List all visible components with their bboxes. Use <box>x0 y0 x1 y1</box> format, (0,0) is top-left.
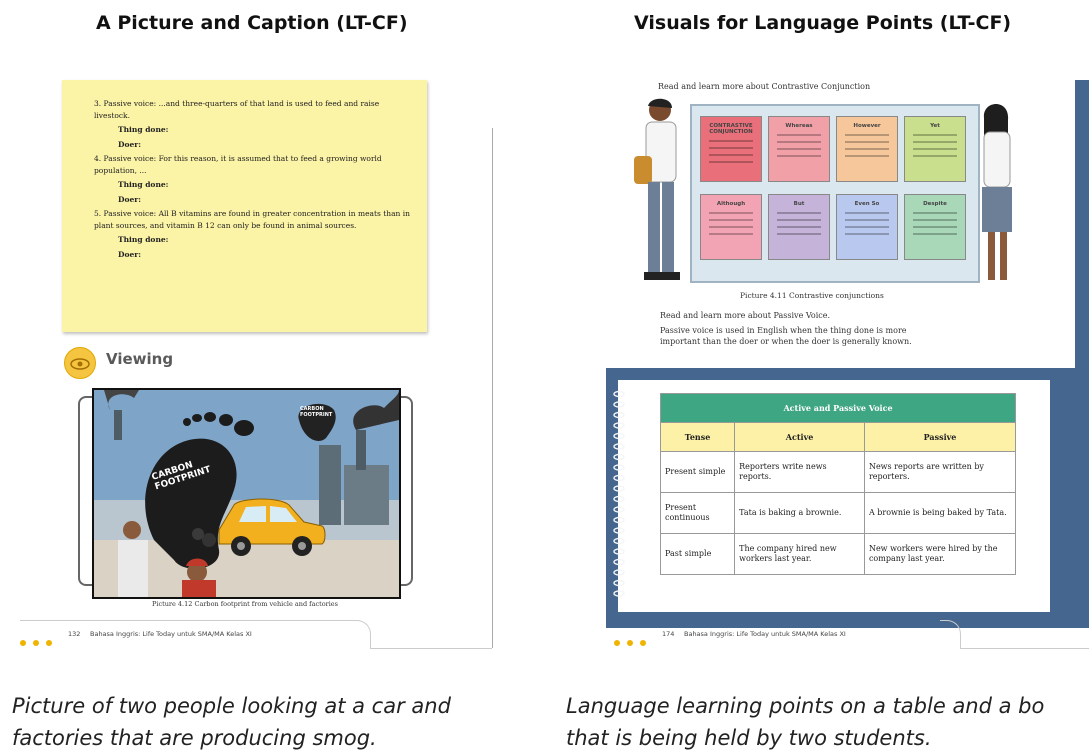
carbon-footprint-cartoon: CARBON FOOTPRINT CARBON FOOTPRINT <box>92 388 401 599</box>
conjunction-note: Despite <box>904 194 966 260</box>
table-row: Past simple The company hired new worker… <box>659 533 1017 575</box>
footer-dots <box>20 631 59 650</box>
table-cell: Present simple <box>659 451 736 493</box>
footer-curve <box>350 620 371 649</box>
active-passive-table: Active and Passive Voice Tense Active Pa… <box>659 393 1017 575</box>
blue-page-strip <box>1075 80 1089 370</box>
footer-page-number: 174 <box>662 630 675 638</box>
viewing-heading: Viewing <box>106 350 174 368</box>
doer-label: Doer: <box>118 249 141 259</box>
eye-icon <box>64 347 96 379</box>
factory-footprint-label: CARBON FOOTPRINT <box>300 406 333 418</box>
exercise-item-5: 5. Passive voice: All B vitamins are fou… <box>94 209 410 230</box>
exercise-sticky-note: 3. Passive voice: ...and three-quarters … <box>62 80 427 332</box>
student-boy-illustration <box>628 96 690 286</box>
board-title: Read and learn more about Contrastive Co… <box>658 82 871 91</box>
table-cell: News reports are written by reporters. <box>863 451 1017 493</box>
thing-done-label: Thing done: <box>118 125 169 134</box>
table-row: Present simple Reporters write news repo… <box>659 451 1017 493</box>
right-caption-line-1: Language learning points on a table and … <box>566 694 1045 718</box>
table-title: Active and Passive Voice <box>660 393 1016 423</box>
footer-curve <box>940 620 961 649</box>
exercise-item-4: 4. Passive voice: For this reason, it is… <box>94 154 382 175</box>
passive-description-1: Passive voice is used in English when th… <box>660 326 907 335</box>
right-panel-title: Visuals for Language Points (LT-CF) <box>634 12 1012 34</box>
contrastive-conjunction-board: CONTRASTIVE CONJUNCTION Whereas However Yet… <box>690 104 980 283</box>
footer-rule-low <box>960 648 1089 649</box>
conjunction-note-label: However <box>853 123 881 129</box>
board-caption: Picture 4.11 Contrastive conjunctions <box>740 291 884 300</box>
conjunction-note: Even So <box>836 194 898 260</box>
thing-done-label: Thing done: <box>118 180 169 189</box>
table-cell: A brownie is being baked by Tata. <box>863 492 1017 534</box>
doer-label: Doer: <box>118 194 141 204</box>
frame-clip-right <box>399 396 413 586</box>
conjunction-note-label: Even So <box>854 201 880 207</box>
footer-book-title: Bahasa Inggris: Life Today untuk SMA/MA … <box>684 630 846 638</box>
left-caption-line-2: factories that are producing smog. <box>12 726 377 750</box>
table-cell: Tata is baking a brownie. <box>734 492 865 534</box>
footer-rule-low <box>370 648 492 649</box>
table-cell: New workers were hired by the company la… <box>863 533 1017 575</box>
student-girl-illustration <box>974 100 1024 290</box>
spiral-binding <box>612 388 626 598</box>
footer-rule <box>20 620 350 621</box>
exercise-item-3: 3. Passive voice: ...and three-quarters … <box>94 99 380 120</box>
active-passive-table-wrap: Active and Passive Voice Tense Active Pa… <box>659 393 1017 575</box>
conjunction-note-label: But <box>793 201 805 207</box>
conjunction-note: CONTRASTIVE CONJUNCTION <box>700 116 762 182</box>
conjunction-note-label: CONTRASTIVE CONJUNCTION <box>709 123 753 135</box>
doer-label: Doer: <box>118 139 141 149</box>
conjunction-note: Whereas <box>768 116 830 182</box>
table-cell: Reporters write news reports. <box>734 451 865 493</box>
conjunction-note-label: Although <box>716 201 746 207</box>
conjunction-note-label: Whereas <box>785 123 813 129</box>
footer-dots <box>614 631 653 650</box>
table-row: Present continuous Tata is baking a brow… <box>659 492 1017 534</box>
column-header-passive: Passive <box>863 422 1017 452</box>
conjunction-note: Although <box>700 194 762 260</box>
footer-page-number: 132 <box>68 630 81 638</box>
column-header-tense: Tense <box>659 422 736 452</box>
thing-done-label: Thing done: <box>118 235 169 244</box>
conjunction-note: However <box>836 116 898 182</box>
left-panel-title: A Picture and Caption (LT-CF) <box>96 12 408 34</box>
passive-intro: Read and learn more about Passive Voice. <box>660 311 831 320</box>
table-cell: The company hired new workers last year. <box>734 533 865 575</box>
table-cell: Present continuous <box>659 492 736 534</box>
conjunction-note-label: Yet <box>930 123 940 129</box>
conjunction-note: But <box>768 194 830 260</box>
footer-book-title: Bahasa Inggris: Life Today untuk SMA/MA … <box>90 630 252 638</box>
passive-description-2: important than the doer or when the doer… <box>660 337 912 346</box>
left-page-edge <box>492 128 493 648</box>
conjunction-note: Yet <box>904 116 966 182</box>
frame-clip-left <box>78 396 92 586</box>
picture-caption: Picture 4.12 Carbon footprint from vehic… <box>152 600 338 608</box>
left-caption-line-1: Picture of two people looking at a car a… <box>12 694 451 718</box>
table-cell: Past simple <box>659 533 736 575</box>
column-header-active: Active <box>734 422 865 452</box>
conjunction-note-label: Despite <box>923 201 947 207</box>
right-caption-line-2: that is being held by two students. <box>566 726 932 750</box>
